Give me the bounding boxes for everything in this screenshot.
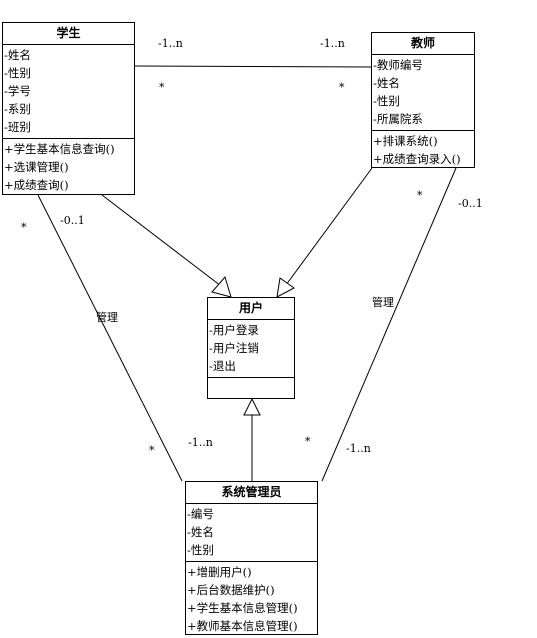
generalization-student-user [101, 194, 222, 287]
assoc-teacher-admin [321, 167, 457, 482]
generalization-arrow-admin [243, 397, 261, 416]
class-student-name: 学生 [3, 23, 134, 45]
attribute: -所属院系 [373, 112, 423, 126]
class-teacher-methods: +排课系统() +成绩查询录入() [372, 131, 474, 170]
class-admin-attributes: -编号 -姓名 -性别 [186, 504, 317, 562]
multiplicity-label: * [149, 444, 155, 457]
attribute: -班别 [4, 120, 31, 134]
method: +成绩查询录入() [373, 152, 461, 166]
class-teacher[interactable]: 教师 -教师编号 -姓名 -性别 -所属院系 +排课系统() +成绩查询录入() [371, 32, 475, 168]
method: +增删用户() [187, 565, 252, 579]
attribute: -用户注销 [209, 341, 259, 355]
multiplicity-label: -0..1 [60, 214, 85, 227]
attribute: -性别 [187, 543, 214, 557]
assoc-student-admin [37, 194, 183, 482]
multiplicity-label: -1..n [158, 37, 183, 50]
attribute: -姓名 [373, 76, 400, 90]
multiplicity-label: * [305, 435, 311, 448]
multiplicity-label: * [21, 221, 27, 234]
assoc-student-teacher [134, 65, 372, 68]
multiplicity-label: * [339, 81, 345, 94]
multiplicity-label: -1..n [346, 442, 371, 455]
attribute: -用户登录 [209, 323, 259, 337]
class-user-methods [208, 378, 294, 397]
class-admin-name: 系统管理员 [186, 482, 317, 504]
class-student[interactable]: 学生 -姓名 -性别 -学号 -系别 -班别 +学生基本信息查询() +选课管理… [2, 22, 135, 195]
method: +排课系统() [373, 134, 438, 148]
method: +教师基本信息管理() [187, 619, 298, 633]
class-user[interactable]: 用户 -用户登录 -用户注销 -退出 [207, 297, 295, 399]
multiplicity-label: -0..1 [458, 197, 483, 210]
method: +成绩查询() [4, 178, 69, 192]
method: +学生基本信息查询() [4, 142, 115, 156]
class-user-attributes: -用户登录 -用户注销 -退出 [208, 320, 294, 378]
class-teacher-name: 教师 [372, 33, 474, 55]
method: +后台数据维护() [187, 583, 275, 597]
class-admin[interactable]: 系统管理员 -编号 -姓名 -性别 +增删用户() +后台数据维护() +学生基… [185, 481, 318, 635]
multiplicity-label: * [417, 189, 423, 202]
attribute: -性别 [373, 94, 400, 108]
attribute: -性别 [4, 66, 31, 80]
attribute: -系别 [4, 102, 31, 116]
multiplicity-label: * [159, 81, 165, 94]
generalization-arrow-student [211, 275, 232, 298]
multiplicity-label: -1..n [320, 37, 345, 50]
attribute: -学号 [4, 84, 31, 98]
attribute: -姓名 [187, 525, 214, 539]
association-label: 管理 [96, 311, 118, 324]
class-student-attributes: -姓名 -性别 -学号 -系别 -班别 [3, 45, 134, 139]
class-user-name: 用户 [208, 298, 294, 320]
multiplicity-label: -1..n [188, 436, 213, 449]
attribute: -姓名 [4, 48, 31, 62]
generalization-teacher-user [285, 167, 373, 286]
attribute: -教师编号 [373, 58, 423, 72]
method: +学生基本信息管理() [187, 601, 298, 615]
generalization-arrow-teacher [276, 277, 295, 298]
class-admin-methods: +增删用户() +后台数据维护() +学生基本信息管理() +教师基本信息管理(… [186, 562, 317, 637]
class-teacher-attributes: -教师编号 -姓名 -性别 -所属院系 [372, 55, 474, 131]
class-student-methods: +学生基本信息查询() +选课管理() +成绩查询() [3, 139, 134, 196]
association-label: 管理 [372, 296, 394, 309]
method: +选课管理() [4, 160, 69, 174]
attribute: -退出 [209, 359, 236, 373]
attribute: -编号 [187, 507, 214, 521]
